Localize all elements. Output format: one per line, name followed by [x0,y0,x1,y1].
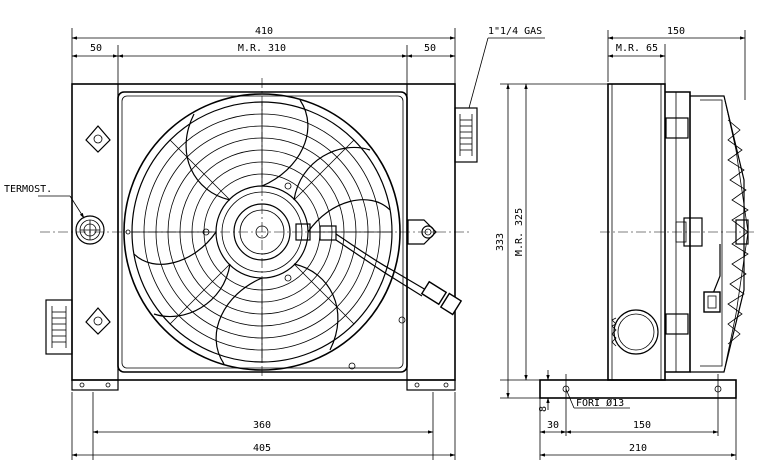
label-port-gas: 1"1/4 GAS [488,26,542,37]
dim-text-150-bottom: 150 [633,420,651,431]
dim-text-150-top: 150 [667,26,685,37]
thermostat: TERMOST. [4,184,105,245]
dim-overall-width: 410 [71,26,456,84]
port-left [45,299,73,355]
dim-text-360: 360 [253,420,271,431]
dim-text-405: 405 [253,443,271,454]
dim-text-mr-65: M.R. 65 [616,43,658,54]
foot-left [71,379,119,391]
foot-right [406,379,456,391]
dim-text-210: 210 [629,443,647,454]
dim-text-left-50: 50 [90,43,102,54]
dim-text-8: 8 [538,406,549,412]
dim-row-inner: 50 M.R. 310 50 [71,43,456,92]
dim-text-410: 410 [255,26,273,37]
front-view: 410 50 M.R. 310 50 [4,26,545,460]
side-base-plate [539,379,737,399]
port-right: 1"1/4 GAS [454,26,545,163]
dim-text-mr-325: M.R. 325 [514,208,525,256]
dim-text-30: 30 [547,420,559,431]
side-view: 150 M.R. 65 [495,26,755,460]
dim-bottom: 360 405 [71,392,456,460]
mounting-brackets [85,125,437,335]
dim-text-333: 333 [495,233,506,251]
label-fori: FORI Ø13 [576,397,624,409]
dim-text-right-50: 50 [424,43,436,54]
label-thermostat: TERMOST. [4,184,52,195]
dim-text-mr-310: M.R. 310 [238,43,286,54]
